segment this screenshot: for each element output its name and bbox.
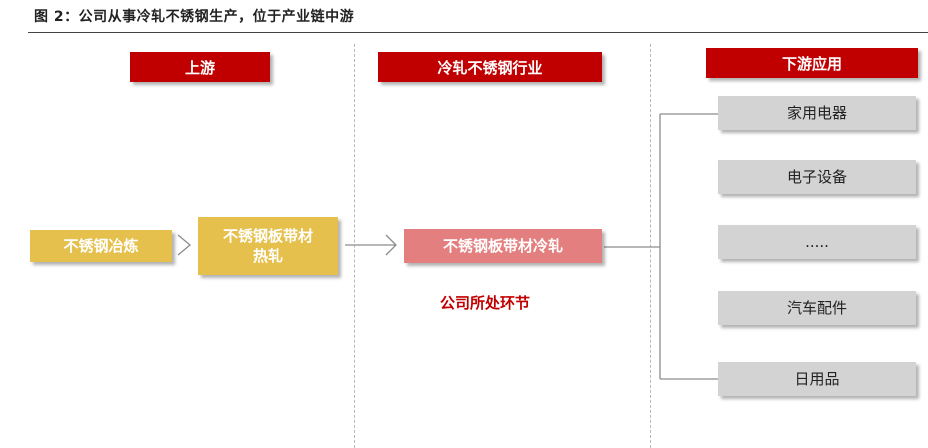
divider-midstream-downstream	[650, 44, 651, 448]
box-stainless-smelting: 不锈钢冶炼	[30, 230, 172, 262]
downstream-item-label: .....	[805, 233, 829, 251]
downstream-item-ellipsis: .....	[718, 225, 916, 259]
divider-upstream-midstream	[354, 44, 355, 448]
box-hot-rolling: 不锈钢板带材 热轧	[198, 217, 338, 275]
downstream-item-daily-goods: 日用品	[718, 362, 916, 396]
downstream-item-auto-parts: 汽车配件	[718, 291, 916, 325]
downstream-item-label: 家用电器	[786, 104, 847, 122]
box-hot-rolling-label-line2: 热轧	[252, 247, 283, 265]
company-position-note: 公司所处环节	[440, 294, 531, 312]
figure-title: 图 2：公司从事冷轧不锈钢生产，位于产业链中游	[34, 9, 355, 25]
box-stainless-smelting-label: 不锈钢冶炼	[63, 237, 139, 255]
downstream-item-label: 汽车配件	[786, 299, 847, 317]
header-downstream: 下游应用	[706, 48, 918, 78]
arrow-hot-rolling-to-cold-rolling	[345, 234, 397, 256]
box-cold-rolling: 不锈钢板带材冷轧	[404, 229, 602, 263]
downstream-item-appliances: 家用电器	[718, 96, 916, 130]
box-cold-rolling-label: 不锈钢板带材冷轧	[442, 237, 563, 255]
downstream-item-label: 电子设备	[786, 168, 847, 186]
title-divider	[28, 32, 928, 33]
box-hot-rolling-label-line1: 不锈钢板带材	[222, 227, 313, 245]
header-midstream: 冷轧不锈钢行业	[378, 52, 602, 82]
downstream-item-label: 日用品	[794, 370, 840, 388]
downstream-item-electronics: 电子设备	[718, 160, 916, 194]
header-upstream: 上游	[130, 52, 270, 82]
arrow-smelting-to-hot-rolling	[177, 234, 192, 256]
